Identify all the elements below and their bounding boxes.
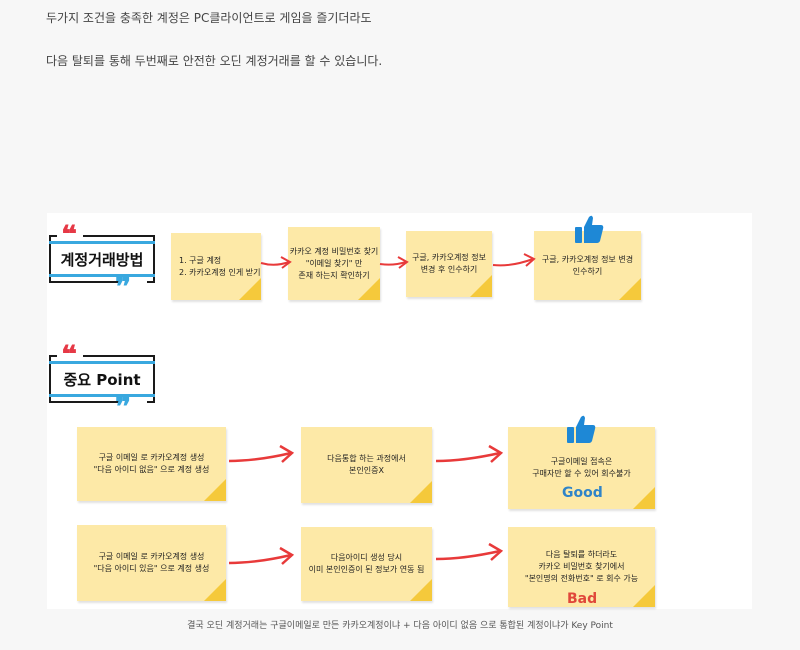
article-paragraph-2: 다음 탈퇴를 통해 두번째로 안전한 오딘 계정거래를 할 수 있습니다. <box>46 54 383 68</box>
bad-3-line-1: 다음 탈퇴를 하더라도 <box>545 550 618 559</box>
red-arrow-icon <box>228 546 295 565</box>
step-note-3: 구글, 카카오계정 정보 변경 후 인수하기 <box>406 231 492 297</box>
good-2-line-1: 다음통합 하는 과정에서 <box>327 454 406 463</box>
good-note-2: 다음통합 하는 과정에서 본인인증X <box>301 427 432 503</box>
section-heading-key-point: 중요 Point <box>49 353 155 405</box>
bad-note-1: 구글 이메일 로 카카오계정 생성 "다음 아이디 있음" 으로 계정 생성 <box>77 525 226 601</box>
red-arrow-icon <box>435 542 504 561</box>
red-arrow-icon <box>260 256 292 269</box>
thumbs-up-icon <box>567 415 596 443</box>
bad-note-3: 다음 탈퇴를 하더라도 카카오 비밀번호 찾기에서 "본인명의 전화번호" 로 … <box>508 527 655 607</box>
bad-3-line-3: "본인명의 전화번호" 로 회수 가능 <box>524 574 639 583</box>
article-paragraph-1: 두가지 조건을 충족한 계정은 PC클라이언트로 게임을 즐기더라도 <box>46 11 372 25</box>
good-1-line-2: "다음 아이디 없음" 으로 계정 생성 <box>93 465 210 474</box>
step-2-line-1: 카카오 계정 비밀번호 찾기 <box>289 246 379 256</box>
step-4-line-1: 구글, 카카오계정 정보 변경 <box>541 254 634 264</box>
step-1-line-2: 2. 카카오계정 인게 받기 <box>179 267 261 277</box>
good-2-line-2: 본인인증X <box>349 466 384 475</box>
step-2-line-3: 존재 하는지 확인하기 <box>298 270 370 280</box>
figure-caption: 결국 오딘 계정거래는 구글이메일로 만든 카카오계정이냐 + 다음 아이디 없… <box>187 621 613 631</box>
step-1-line-1: 1. 구글 계정 <box>179 255 222 265</box>
bad-note-2: 다음아이디 생성 당시 이미 본인인증이 된 정보가 연동 됨 <box>301 527 432 601</box>
bad-3-line-2: 카카오 비밀번호 찾기에서 <box>538 562 625 571</box>
quote-close-icon: ❞ <box>115 270 132 305</box>
section-heading-trade-method: 계정거래방법 <box>49 233 155 285</box>
bad-label: Bad <box>567 591 598 607</box>
good-1-line-1: 구글 이메일 로 카카오계정 생성 <box>98 453 205 462</box>
red-arrow-icon <box>228 444 295 463</box>
good-note-1: 구글 이메일 로 카카오계정 생성 "다음 아이디 없음" 으로 계정 생성 <box>77 427 226 501</box>
quote-close-icon: ❞ <box>115 390 132 425</box>
step-note-1: 1. 구글 계정 2. 카카오계정 인게 받기 <box>171 233 261 300</box>
section-1-title: 계정거래방법 <box>60 250 144 269</box>
bad-2-line-1: 다음아이디 생성 당시 <box>330 553 403 562</box>
good-3-line-2: 구매자만 할 수 있어 회수불가 <box>532 469 631 478</box>
red-arrow-icon <box>379 256 409 269</box>
bad-1-line-2: "다음 아이디 있음" 으로 계정 생성 <box>93 564 210 573</box>
step-3-line-1: 구글, 카카오계정 정보 <box>412 253 486 262</box>
good-label: Good <box>562 485 603 501</box>
red-arrow-icon <box>435 444 504 463</box>
bad-2-line-2: 이미 본인인증이 된 정보가 연동 됨 <box>308 565 425 574</box>
step-note-2: 카카오 계정 비밀번호 찾기 "이메일 찾기" 만 존재 하는지 확인하기 <box>288 227 380 300</box>
step-4-line-2: 인수하기 <box>572 266 603 276</box>
account-trade-infographic: ❝ 계정거래방법 ❞ 1. 구글 계정 2. 카카오계정 인게 받기 카카오 계… <box>47 213 752 609</box>
bad-1-line-1: 구글 이메일 로 카카오계정 생성 <box>98 552 205 561</box>
step-3-line-2: 변경 후 인수하기 <box>420 265 478 274</box>
good-3-line-1: 구글이메일 접속은 <box>550 457 613 466</box>
section-2-title: 중요 Point <box>63 370 141 389</box>
thumbs-up-icon <box>575 215 604 243</box>
red-arrow-icon <box>492 253 536 267</box>
step-2-line-2: "이메일 찾기" 만 <box>305 258 363 268</box>
